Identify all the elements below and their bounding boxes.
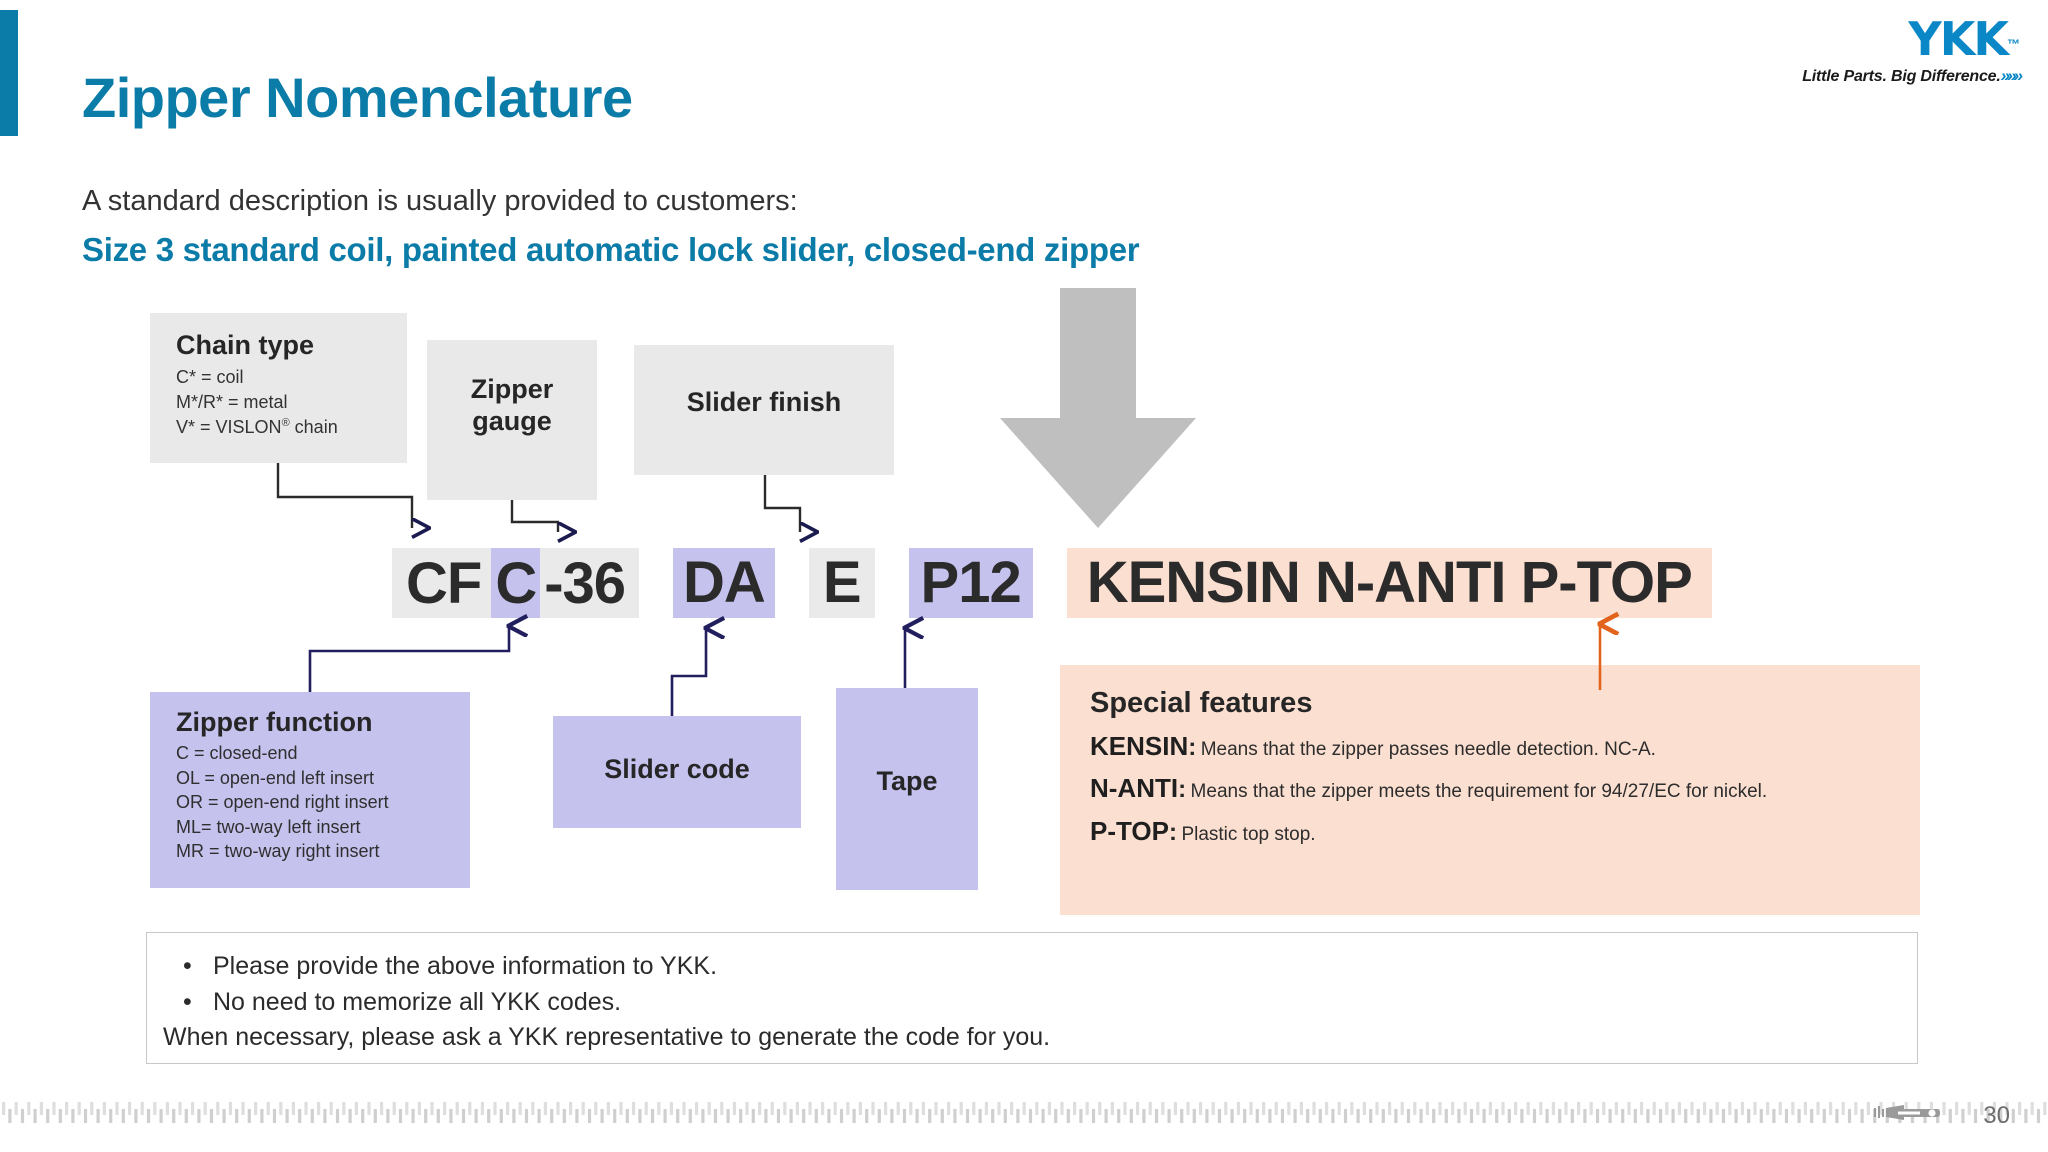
bullet-icon: • [183,952,192,980]
feature-colon: : [1168,818,1177,846]
intro-emphasis: Size 3 standard coil, painted automatic … [82,231,1140,268]
trademark-icon: ™ [2007,36,2020,52]
registered-icon: ® [281,417,290,429]
list-item: MR = two-way right insert [176,841,380,862]
code-gap [639,548,673,618]
feature-code: P-TOP [1090,815,1169,846]
special-feature-item: P-TOP: Plastic top stop. [1090,815,1920,846]
slider-code-box: Slider code [553,716,801,828]
logo-wordmark: YKK [1908,12,2009,66]
note-closing-text: When necessary, please ask a YKK represe… [163,1023,1051,1051]
large-down-arrow-icon [1000,288,1196,528]
code-token-tape: P12 [908,548,1033,618]
code-token-slider-finish: E [808,548,875,618]
zipper-gauge-line2: gauge [472,405,552,436]
zipper-function-title: Zipper function [176,707,373,737]
list-item: C = closed-end [176,743,298,764]
special-feature-item: KENSIN: Means that the zipper passes nee… [1090,732,1920,761]
zipper-code-line: CF C -36 DA E P12 KENSIN N-ANTI P-TOP [392,548,1712,618]
note-bullet-row: • No need to memorize all YKK codes. [161,985,1917,1021]
code-gap [875,548,909,618]
tape-box: Tape [836,688,978,890]
code-gap [775,548,809,618]
code-chain-highlight: C [491,548,541,618]
code-token-special-features: KENSIN N-ANTI P-TOP [1066,548,1712,618]
page-number: 30 [1983,1102,2010,1129]
ykk-logo: YKK™ Little Parts. Big Difference.»»» [1720,12,2023,86]
slider-finish-title: Slider finish [686,387,842,417]
code-chain-suffix: -36 [540,548,640,618]
feature-description: Means that the zipper meets the requirem… [1190,781,1768,803]
special-features-box: Special features KENSIN: Means that the … [1060,665,1920,915]
feature-code: KENSIN [1090,731,1189,761]
list-item: M*/R* = metal [176,392,288,413]
list-item: OL = open-end left insert [176,767,374,788]
zipper-function-box: Zipper function C = closed-end OL = open… [150,692,470,888]
zipper-gauge-box: Zipper gauge [427,340,597,500]
feature-code: N-ANTI [1090,773,1179,804]
zipper-function-list: C = closed-end OL = open-end left insert… [176,741,470,863]
special-feature-item: N-ANTI: Means that the zipper meets the … [1090,774,1920,803]
feature-description: Means that the zipper passes needle dete… [1200,739,1656,760]
intro-text: A standard description is usually provid… [82,185,798,217]
zipper-gauge-title: Zipper gauge [427,340,597,438]
note-text: No need to memorize all YKK codes. [213,987,622,1016]
note-text: Please provide the above information to … [213,952,718,980]
bullet-icon: • [183,987,192,1016]
zipper-slider-icon [1874,1105,1940,1120]
list-item: OR = open-end right insert [176,792,389,813]
list-item: ML= two-way left insert [176,816,361,837]
code-gap [1033,548,1067,618]
code-chain-prefix: CF [392,548,492,618]
note-bullet-row: • Please provide the above information to… [161,949,1917,985]
code-token-chain: CF C -36 [392,548,640,618]
zipper-teeth-decoration [2,1102,2047,1123]
chain-type-list: C* = coil M*/R* = metal V* = VISLON® cha… [176,365,407,439]
tape-title: Tape [876,766,938,796]
chevrons-icon: »»» [2000,66,2023,85]
zipper-gauge-line1: Zipper [470,374,554,404]
code-token-slider-code: DA [673,548,775,618]
logo-tagline: Little Parts. Big Difference. [1802,68,2001,85]
feature-colon: : [1178,776,1187,804]
chain-type-title: Chain type [176,330,315,360]
list-item: V* = VISLON® chain [176,417,338,437]
special-features-title: Special features [1090,687,1313,719]
feature-description: Plastic top stop. [1181,823,1316,845]
slider-code-title: Slider code [604,754,750,784]
slider-finish-box: Slider finish [634,345,894,475]
logo-tagline-row: Little Parts. Big Difference.»»» [1720,66,2023,86]
page-title: Zipper Nomenclature [82,66,633,129]
title-accent-bar [0,10,18,136]
chain-type-box: Chain type C* = coil M*/R* = metal V* = … [150,313,407,463]
list-item: C* = coil [176,367,244,388]
notes-box: • Please provide the above information to… [146,932,1918,1064]
feature-colon: : [1188,734,1197,761]
